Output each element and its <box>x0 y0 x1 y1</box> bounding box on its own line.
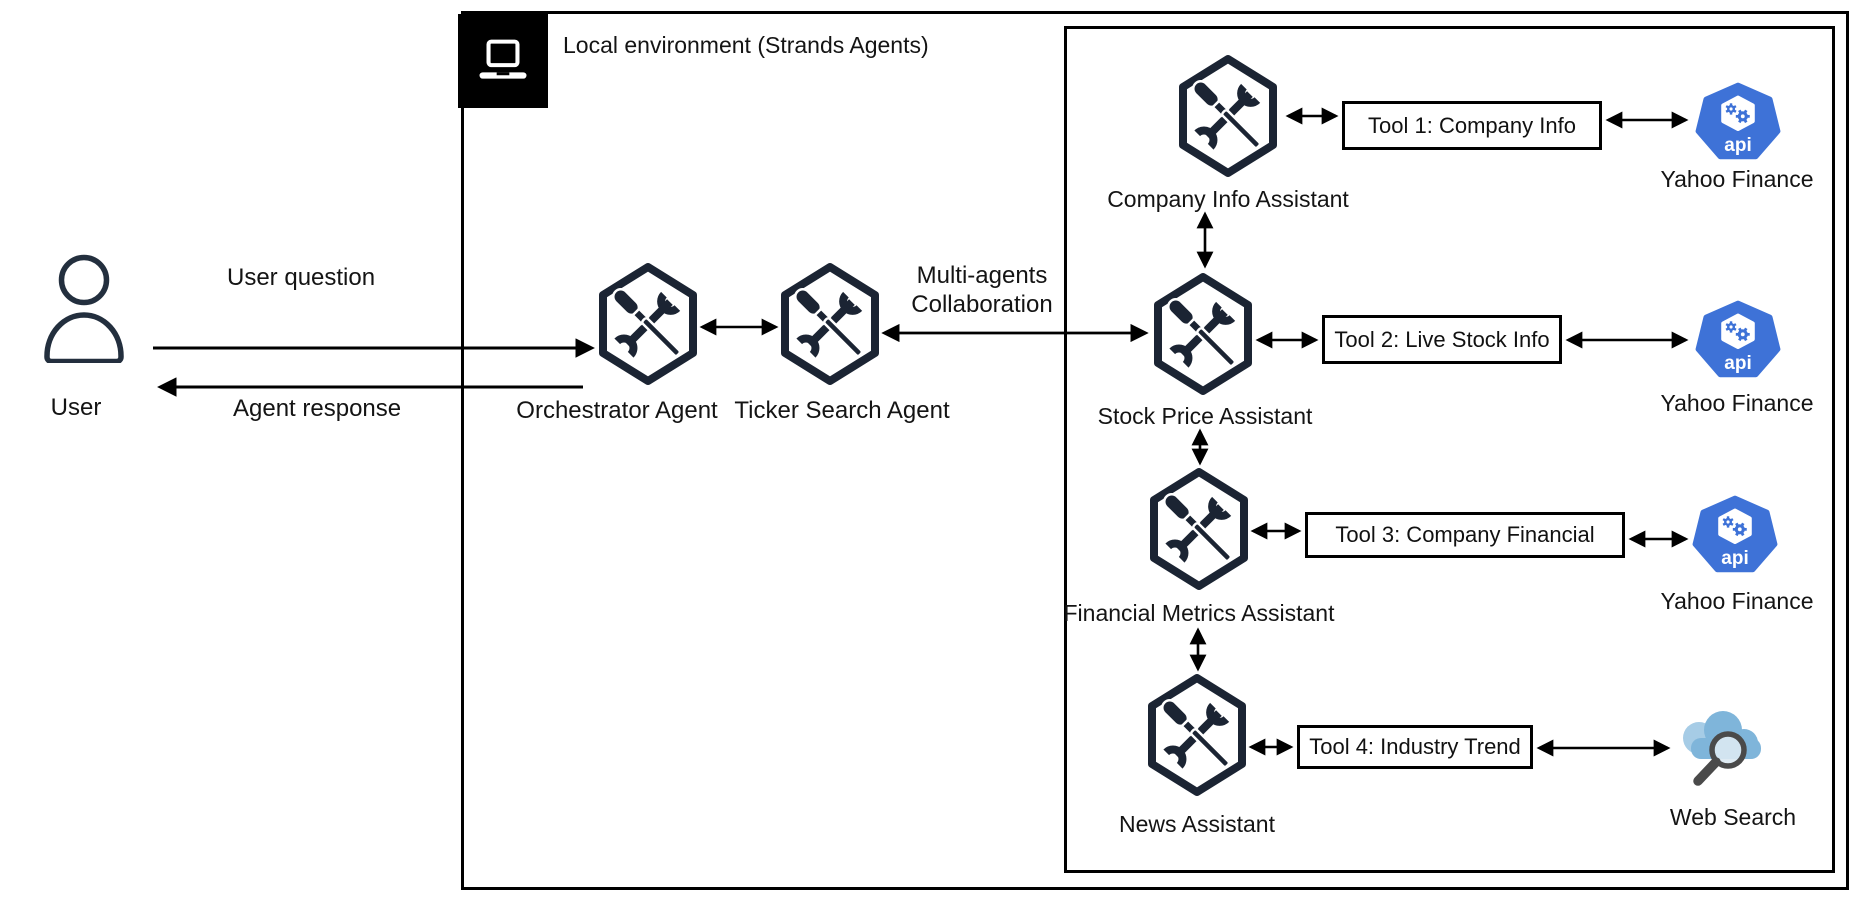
web-search-label: Web Search <box>1669 804 1797 830</box>
tool3-label: Tool 3: Company Financial <box>1335 522 1595 547</box>
multi-agents-collaboration-label: Multi-agents Collaboration <box>911 262 1053 318</box>
tool2-label: Tool 2: Live Stock Info <box>1334 326 1550 352</box>
agent-response-label: Agent response <box>233 395 402 422</box>
ticker-search-agent-label: Ticker Search Agent <box>734 397 950 424</box>
company-info-assistant-label: Company Info Assistant <box>1107 186 1349 212</box>
api-icon: api <box>1691 495 1779 575</box>
tool2-box: Tool 2: Live Stock Info <box>1322 315 1562 364</box>
tool1-box: Tool 1: Company Info <box>1342 101 1602 150</box>
orchestrator-agent-icon <box>598 262 698 386</box>
tool4-label: Tool 4: Industry Trend <box>1309 734 1521 759</box>
tool3-box: Tool 3: Company Financial <box>1305 512 1625 558</box>
svg-text:api: api <box>1721 548 1748 569</box>
api-icon: api <box>1694 300 1782 380</box>
user-question-label: User question <box>227 264 376 291</box>
svg-text:api: api <box>1724 353 1751 374</box>
stock-price-assistant-icon <box>1153 272 1253 396</box>
laptop-icon <box>474 38 532 85</box>
news-assistant-icon <box>1147 673 1247 797</box>
stock-price-assistant-label: Stock Price Assistant <box>1097 403 1313 429</box>
local-environment-title: Local environment (Strands Agents) <box>563 32 929 58</box>
yahoo-finance-label-3: Yahoo Finance <box>1660 588 1814 614</box>
local-environment-box <box>461 11 1849 890</box>
news-assistant-label: News Assistant <box>1119 811 1275 837</box>
financial-metrics-assistant-label: Financial Metrics Assistant <box>1063 600 1335 626</box>
yahoo-finance-label-2: Yahoo Finance <box>1660 390 1814 416</box>
yahoo-finance-label-1: Yahoo Finance <box>1660 166 1814 192</box>
svg-text:api: api <box>1724 135 1751 156</box>
tool4-box: Tool 4: Industry Trend <box>1297 725 1533 769</box>
web-search-icon <box>1671 700 1775 794</box>
orchestrator-agent-label: Orchestrator Agent <box>516 397 718 424</box>
api-icon: api <box>1694 82 1782 162</box>
laptop-badge <box>458 14 548 108</box>
user-label: User <box>50 394 102 421</box>
multi-agents-box <box>1064 26 1835 873</box>
person-icon <box>38 253 130 363</box>
company-info-assistant-icon <box>1178 54 1278 178</box>
tool1-label: Tool 1: Company Info <box>1368 112 1576 138</box>
financial-metrics-assistant-icon <box>1149 467 1249 591</box>
ticker-search-agent-icon <box>780 262 880 386</box>
